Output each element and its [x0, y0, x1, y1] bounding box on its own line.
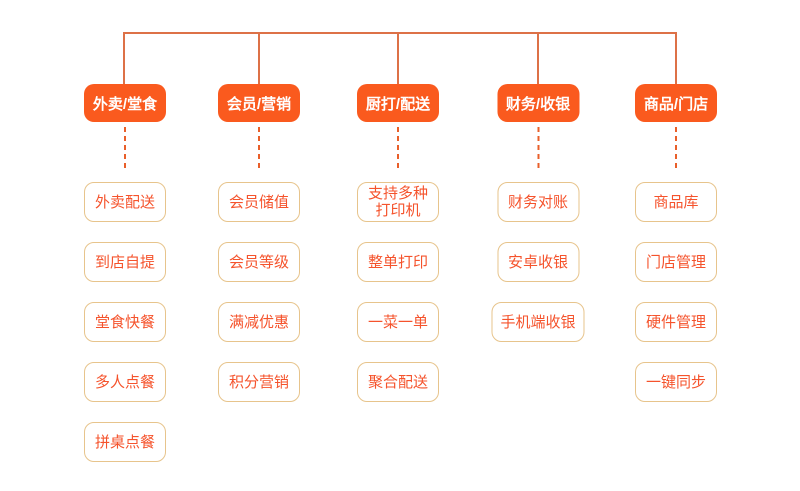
- feature-item: 商品库: [635, 182, 717, 222]
- feature-item: 聚合配送: [357, 362, 439, 402]
- connector-dashed-line: [124, 127, 126, 172]
- connector-vertical-line: [123, 32, 125, 84]
- column-member-marketing: 会员/营销 会员储值 会员等级 满减优惠 积分营销: [218, 84, 300, 402]
- feature-item: 到店自提: [84, 242, 166, 282]
- connector-dashed-line: [675, 127, 677, 172]
- feature-list-kitchen-delivery: 支持多种 打印机 整单打印 一菜一单 聚合配送: [357, 182, 439, 402]
- feature-item: 财务对账: [496, 182, 579, 222]
- feature-item: 满减优惠: [218, 302, 300, 342]
- connector-dashed-line: [258, 127, 260, 172]
- feature-list-takeout-dinein: 外卖配送 到店自提 堂食快餐 多人点餐 拼桌点餐: [84, 182, 166, 462]
- feature-list-product-store: 商品库 门店管理 硬件管理 一键同步: [635, 182, 717, 402]
- feature-item: 整单打印: [357, 242, 439, 282]
- category-chip-takeout-dinein: 外卖/堂食: [84, 84, 166, 122]
- column-kitchen-delivery: 厨打/配送 支持多种 打印机 整单打印 一菜一单 聚合配送: [357, 84, 439, 402]
- feature-item: 外卖配送: [84, 182, 166, 222]
- feature-item: 一键同步: [635, 362, 717, 402]
- feature-list-finance-cashier: 财务对账 安卓收银 手机端收银: [491, 182, 585, 342]
- connector-vertical-line: [397, 32, 399, 84]
- feature-list-member-marketing: 会员储值 会员等级 满减优惠 积分营销: [218, 182, 300, 402]
- connector-dashed-line: [397, 127, 399, 172]
- feature-item: 会员储值: [218, 182, 300, 222]
- connector-dashed-line: [536, 127, 539, 172]
- column-product-store: 商品/门店 商品库 门店管理 硬件管理 一键同步: [635, 84, 717, 402]
- feature-item: 堂食快餐: [84, 302, 166, 342]
- feature-item: 支持多种 打印机: [357, 182, 439, 222]
- feature-item: 安卓收银: [496, 242, 579, 282]
- feature-item: 硬件管理: [635, 302, 717, 342]
- connector-horizontal-line: [124, 32, 676, 34]
- feature-item: 多人点餐: [84, 362, 166, 402]
- feature-item: 手机端收银: [491, 302, 585, 342]
- feature-item: 积分营销: [218, 362, 300, 402]
- category-chip-kitchen-delivery: 厨打/配送: [357, 84, 439, 122]
- connector-vertical-line: [675, 32, 677, 84]
- feature-item: 会员等级: [218, 242, 300, 282]
- column-takeout-dinein: 外卖/堂食 外卖配送 到店自提 堂食快餐 多人点餐 拼桌点餐: [84, 84, 166, 462]
- category-chip-member-marketing: 会员/营销: [218, 84, 300, 122]
- column-finance-cashier: 财务/收银 财务对账 安卓收银 手机端收银: [491, 84, 585, 342]
- connector-vertical-line: [258, 32, 260, 84]
- category-chip-finance-cashier: 财务/收银: [496, 84, 579, 122]
- feature-item: 门店管理: [635, 242, 717, 282]
- feature-item: 拼桌点餐: [84, 422, 166, 462]
- connector-vertical-line: [537, 32, 539, 84]
- category-chip-product-store: 商品/门店: [635, 84, 717, 122]
- feature-item: 一菜一单: [357, 302, 439, 342]
